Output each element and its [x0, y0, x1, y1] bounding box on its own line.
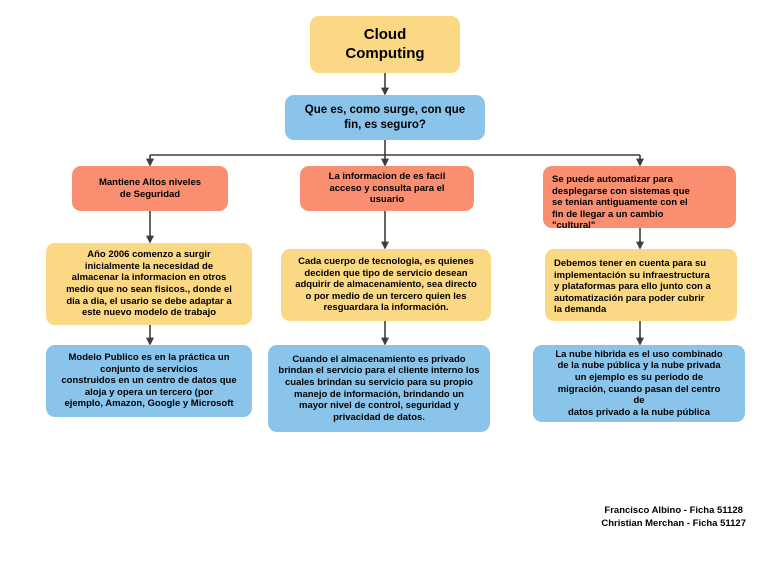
node-branch-seguridad-heading[interactable]: Mantiene Altos niveles de Seguridad [72, 166, 228, 211]
node-branch-seguridad-heading-label: Mantiene Altos niveles de Seguridad [98, 176, 202, 200]
node-branch-seguridad-detail[interactable]: Año 2006 comenzo a surgir inicialmente l… [46, 243, 252, 325]
node-branch-automatizacion-conclusion-label: La nube hibrida es el uso combinado de l… [555, 348, 723, 418]
node-root-cloud-computing[interactable]: Cloud Computing [310, 16, 460, 73]
node-branch-automatizacion-conclusion[interactable]: La nube hibrida es el uso combinado de l… [533, 345, 745, 422]
node-branch-automatizacion-heading-label: Se puede automatizar para desplegarse co… [552, 174, 690, 232]
node-question[interactable]: Que es, como surge, con que fin, es segu… [285, 95, 485, 140]
node-branch-seguridad-detail-label: Año 2006 comenzo a surgir inicialmente l… [66, 249, 232, 319]
node-branch-automatizacion-detail-label: Debemos tener en cuenta para su implemen… [554, 258, 711, 316]
node-branch-seguridad-conclusion-label: Modelo Publico es en la práctica un conj… [61, 352, 237, 410]
node-branch-automatizacion-heading[interactable]: Se puede automatizar para desplegarse co… [543, 166, 736, 231]
authors-credits: Francisco Albino - Ficha 51128 Christian… [601, 505, 746, 529]
node-question-label: Que es, como surge, con que fin, es segu… [304, 104, 466, 131]
node-branch-acceso-detail[interactable]: Cada cuerpo de tecnologia, es quienes de… [281, 249, 491, 321]
node-branch-acceso-conclusion[interactable]: Cuando el almacenamiento es privado brin… [268, 345, 490, 432]
node-branch-acceso-heading[interactable]: La informacion de es facil acceso y cons… [300, 166, 474, 211]
node-branch-acceso-detail-label: Cada cuerpo de tecnologia, es quienes de… [295, 256, 477, 314]
node-root-label: Cloud Computing [345, 26, 425, 62]
node-branch-acceso-conclusion-label: Cuando el almacenamiento es privado brin… [278, 353, 480, 423]
node-branch-seguridad-conclusion[interactable]: Modelo Publico es en la práctica un conj… [46, 345, 252, 417]
node-branch-automatizacion-detail[interactable]: Debemos tener en cuenta para su implemen… [545, 249, 737, 321]
node-branch-acceso-heading-label: La informacion de es facil acceso y cons… [328, 171, 446, 206]
